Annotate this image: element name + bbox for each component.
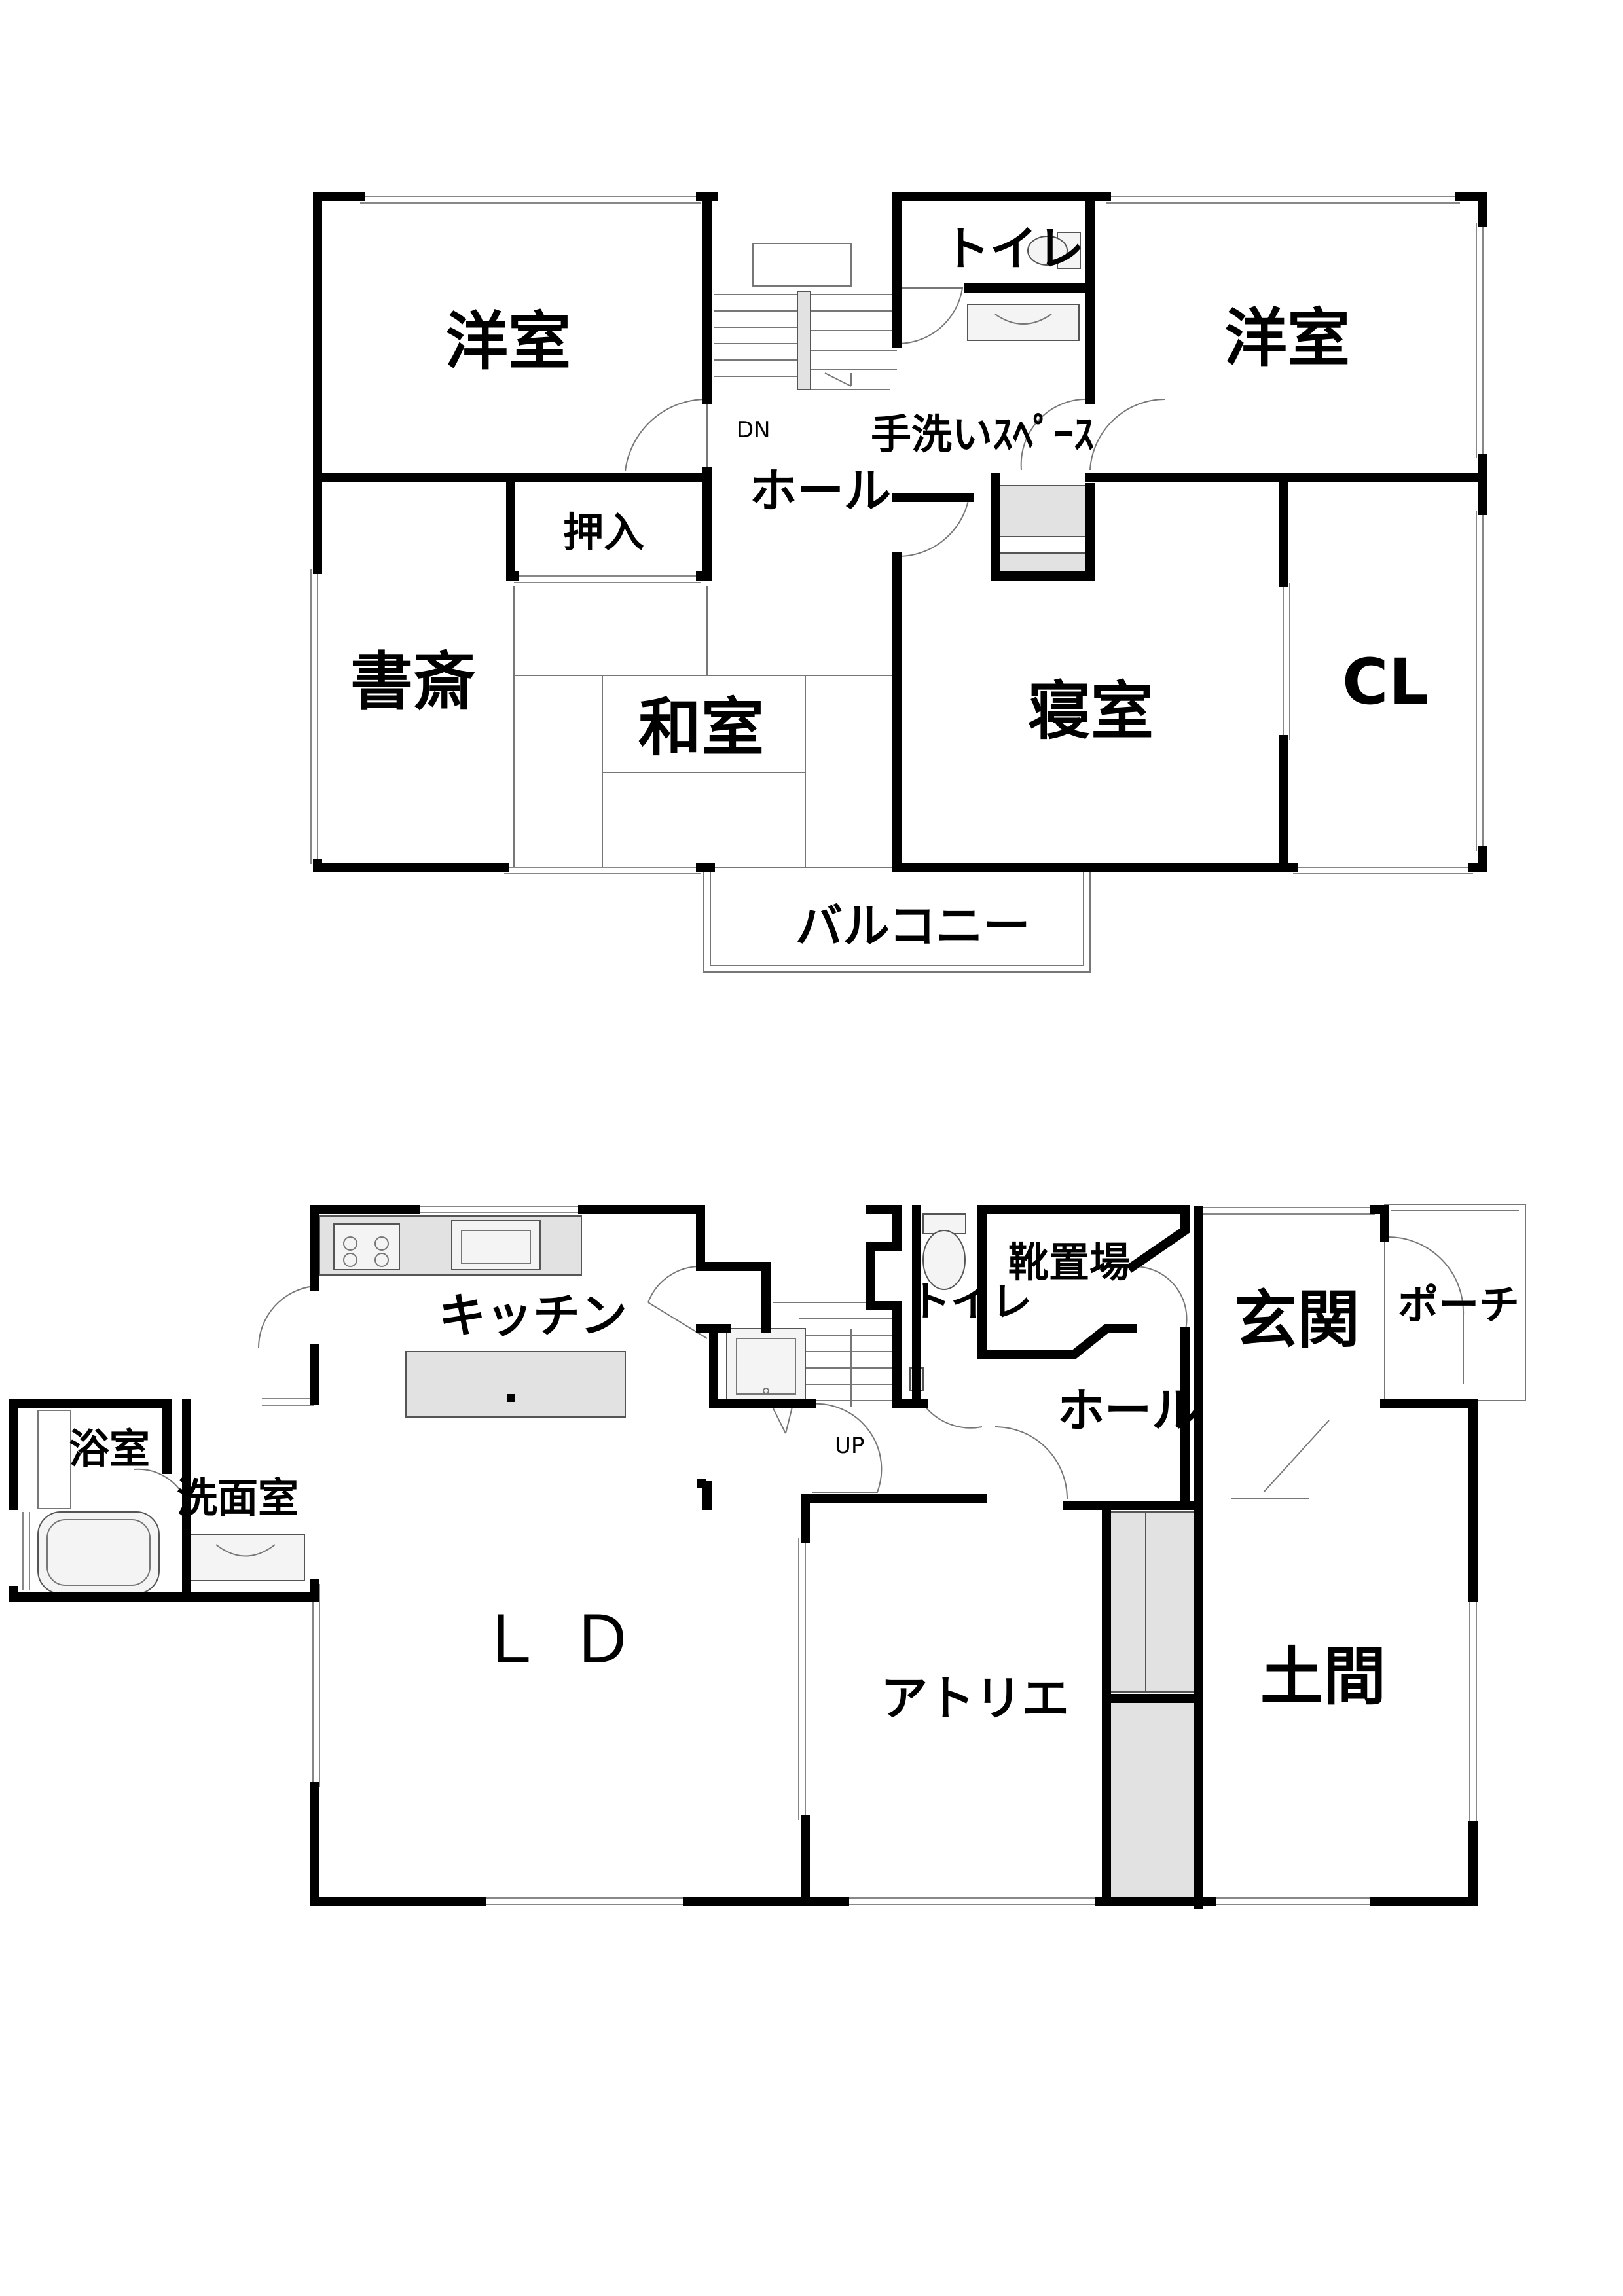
- upper-stair: [714, 243, 897, 390]
- room-living-dining: ＬＤ: [478, 1602, 661, 1678]
- room-closet: 押入: [563, 509, 644, 556]
- room-toilet-upper: トイレ: [943, 221, 1084, 276]
- lower-storage-block: [1106, 1511, 1146, 1693]
- room-kitchen: キッチン: [439, 1288, 627, 1343]
- lower-windows: [22, 1206, 1477, 1905]
- upper-floor: 洋室 洋室 トイレ 手洗いｽﾍﾟｰｽ ホール DN 押入 書斎 和室 寝室 CL…: [310, 192, 1487, 973]
- upper-labels: 洋室 洋室 トイレ 手洗いｽﾍﾟｰｽ ホール DN 押入 書斎 和室 寝室 CL…: [350, 221, 1429, 954]
- lower-floor: キッチン 浴室 洗面室 ＬＤ UP トイレ 靴置場 玄関 ポーチ ホール アトリ…: [9, 1204, 1526, 1909]
- lower-storage-block: [1145, 1511, 1199, 1693]
- upper-fixtures: [967, 232, 1081, 341]
- lower-walls: [9, 1205, 1478, 1909]
- bath-fixtures: [37, 1410, 305, 1594]
- label-stair-down: DN: [737, 417, 771, 443]
- room-japanese: 和室: [638, 691, 764, 764]
- tatami-mat-lines: [513, 586, 897, 867]
- room-balcony: バルコニー: [795, 899, 1030, 954]
- room-hall-upper: ホール: [750, 463, 891, 518]
- lower-labels: キッチン 浴室 洗面室 ＬＤ UP トイレ 靴置場 玄関 ポーチ ホール アトリ…: [69, 1238, 1520, 1726]
- room-study: 書斎: [350, 645, 476, 719]
- room-entrance: 玄関: [1234, 1283, 1360, 1357]
- upper-windows: [310, 196, 1484, 874]
- room-washroom: 洗面室: [177, 1474, 299, 1522]
- kitchen-fixtures: [319, 1215, 626, 1418]
- upper-doors: [625, 287, 1166, 558]
- room-atelier: アトリエ: [881, 1671, 1069, 1726]
- lower-stair: [726, 1302, 897, 1434]
- upper-walls: [313, 192, 1487, 872]
- room-bedroom: 寝室: [1028, 675, 1154, 748]
- room-toilet-lower: トイレ: [910, 1278, 1032, 1325]
- room-walk-in-closet: CL: [1342, 645, 1429, 719]
- room-washing-space: 手洗いｽﾍﾟｰｽ: [871, 410, 1094, 458]
- lower-storage-block: [1106, 1698, 1199, 1899]
- room-shoe-storage: 靴置場: [1008, 1238, 1130, 1286]
- room-bathroom: 浴室: [69, 1425, 150, 1473]
- room-western-left: 洋室: [445, 305, 571, 378]
- upper-storage-block: [996, 485, 1089, 537]
- room-western-right: 洋室: [1224, 302, 1350, 375]
- room-hall-lower: ホール: [1057, 1383, 1199, 1438]
- room-porch: ポーチ: [1398, 1281, 1520, 1329]
- room-earth-floor: 土間: [1260, 1640, 1386, 1713]
- label-stair-up: UP: [835, 1433, 864, 1459]
